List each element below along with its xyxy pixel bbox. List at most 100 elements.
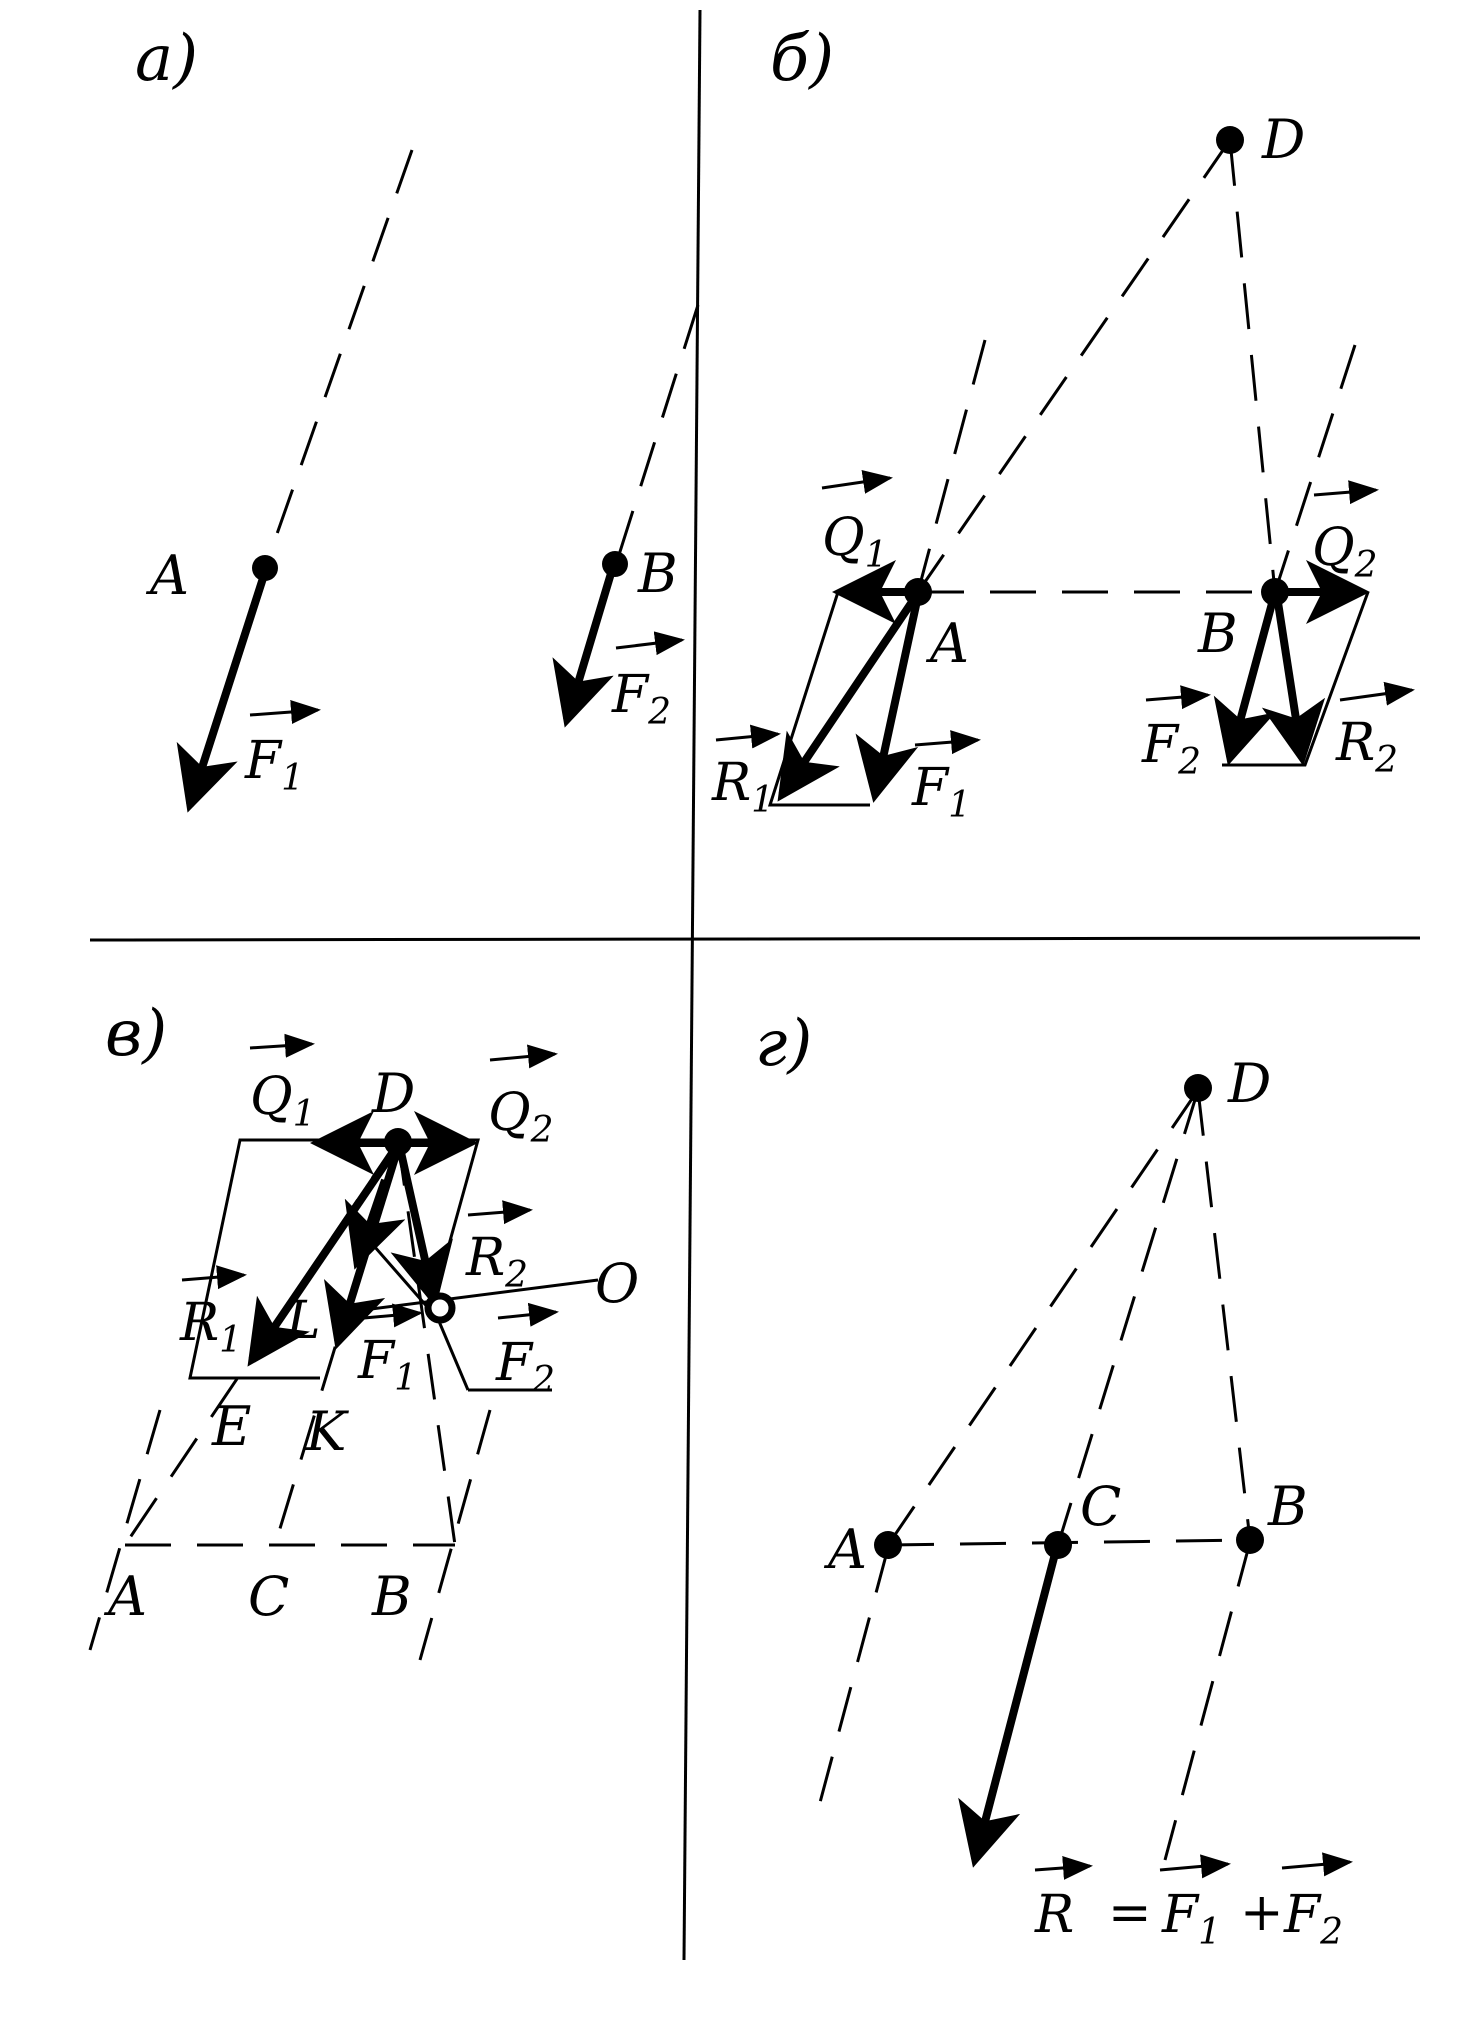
line-of-action-f1 (263, 149, 414, 569)
line-of-action-b-g (1163, 1541, 1252, 1861)
force-f2-arrow (552, 568, 616, 728)
label-d-b: D (1261, 108, 1305, 171)
r1-overline-b (715, 724, 781, 749)
line-of-action-a-v (88, 1409, 162, 1651)
f1-overline (249, 700, 321, 724)
label-q1: Q1 (822, 508, 888, 576)
q2-overline-v (489, 1044, 558, 1069)
point-c-g (1044, 1531, 1072, 1559)
horizontal-divider (89, 936, 1421, 942)
point-b-g (1236, 1526, 1264, 1554)
r1-overline-v (181, 1265, 247, 1290)
line-of-action-f1-b (916, 339, 987, 593)
parallelogram-a (767, 591, 870, 807)
eq-equals: = (1108, 1883, 1152, 1943)
label-q2-v: Q2 (488, 1083, 554, 1151)
label-q2: Q2 (1312, 518, 1378, 586)
eq-r: R (1034, 1885, 1074, 1945)
label-q1-v: Q1 (250, 1067, 316, 1135)
r2-overline-b (1339, 681, 1415, 706)
r2-overline-v (467, 1200, 533, 1225)
point-d-g (1184, 1074, 1212, 1102)
eq-f1: F1 (1161, 1885, 1221, 1953)
f1-overline-b (914, 730, 981, 755)
line-o (347, 1278, 599, 1314)
force-r2-arrow-v (390, 1147, 454, 1308)
label-f1-v: F1 (357, 1331, 417, 1399)
f2-overline-v (497, 1302, 559, 1327)
line-dc-g (1056, 1089, 1200, 1546)
eq-f2-overline (1281, 1852, 1353, 1877)
force-f1-short-arrow-v (344, 1178, 406, 1270)
panel-a: а) A B F1 F2 (135, 22, 700, 813)
eq-r-overline (1034, 1855, 1093, 1880)
label-d-v: D (371, 1062, 415, 1125)
line-da (916, 139, 1232, 593)
q2-overline (1313, 480, 1379, 505)
label-a-v: A (103, 1565, 147, 1628)
label-e-v: E (211, 1395, 251, 1458)
line-of-action-f2 (616, 304, 700, 559)
label-a-g: A (823, 1518, 867, 1581)
label-b-g: B (1267, 1475, 1308, 1538)
line-db (1228, 139, 1277, 593)
panel-v: в) D Q1 Q2 R1 L R2 O (88, 997, 639, 1661)
panel-g-label: г) (755, 1007, 812, 1081)
label-d-g: D (1227, 1052, 1271, 1115)
line-of-action-b-v (418, 1409, 492, 1661)
label-c-g: C (1080, 1475, 1121, 1538)
label-b: B (637, 542, 678, 605)
panel-b-label: б) (770, 22, 834, 96)
panel-a-label: а) (135, 22, 198, 96)
force-f1-arrow-b (855, 595, 922, 803)
point-a-g (874, 1531, 902, 1559)
label-o-v: O (595, 1252, 639, 1315)
force-r1-arrow (777, 593, 920, 802)
label-f2: F2 (611, 665, 671, 733)
label-l-v: L (285, 1291, 321, 1351)
line-of-action-f2-b (1273, 344, 1357, 593)
panel-b: б) D A B Q1 Q2 R1 F1 F2 (711, 22, 1415, 826)
force-f1-arrow-v (323, 1146, 402, 1350)
force-f1-arrow (176, 570, 269, 813)
label-b-b: B (1197, 602, 1238, 665)
equation: R = F1 + F2 (1034, 1852, 1353, 1953)
label-f1-b: F1 (911, 758, 971, 826)
line-of-action-a-g (816, 1547, 890, 1811)
f1-overline-v (363, 1303, 423, 1328)
resultant-r-arrow (958, 1548, 1060, 1868)
force-r2-arrow (1261, 595, 1326, 766)
label-f2-v: F2 (495, 1333, 555, 1401)
force-r1-arrow-v (247, 1145, 400, 1367)
point-b-b (1261, 578, 1289, 606)
q1-overline-v (249, 1033, 315, 1058)
line-db-g (1196, 1089, 1252, 1541)
force-f2-arrow-b (1213, 594, 1278, 766)
eq-plus: + (1240, 1883, 1284, 1943)
f2-overline (615, 631, 685, 656)
eq-f1-overline (1159, 1854, 1231, 1879)
label-b-v: B (371, 1565, 412, 1628)
point-o-v (424, 1292, 456, 1324)
label-f2-b: F2 (1141, 715, 1201, 783)
panel-g: г) D A C B R = F1 + F2 (755, 1007, 1353, 1953)
label-c-v: C (248, 1565, 289, 1628)
parallelogram-r1-v (188, 1138, 320, 1380)
point-d-v (384, 1128, 412, 1156)
f2-overline-b (1145, 685, 1211, 710)
label-r2-b: R2 (1335, 713, 1398, 781)
label-r1-b: R1 (711, 753, 774, 821)
label-f1: F1 (244, 731, 304, 799)
point-d-b (1216, 126, 1244, 154)
line-da-g (886, 1089, 1200, 1546)
label-r2-v: R2 (465, 1228, 528, 1296)
label-k-v: K (305, 1400, 349, 1463)
panel-v-label: в) (105, 997, 167, 1071)
q1-overline (821, 470, 893, 494)
label-a: A (145, 544, 189, 607)
label-a-b: A (925, 612, 969, 675)
label-r1-v: R1 (179, 1293, 242, 1361)
eq-f2: F2 (1283, 1885, 1343, 1953)
vertical-divider (682, 9, 702, 1961)
